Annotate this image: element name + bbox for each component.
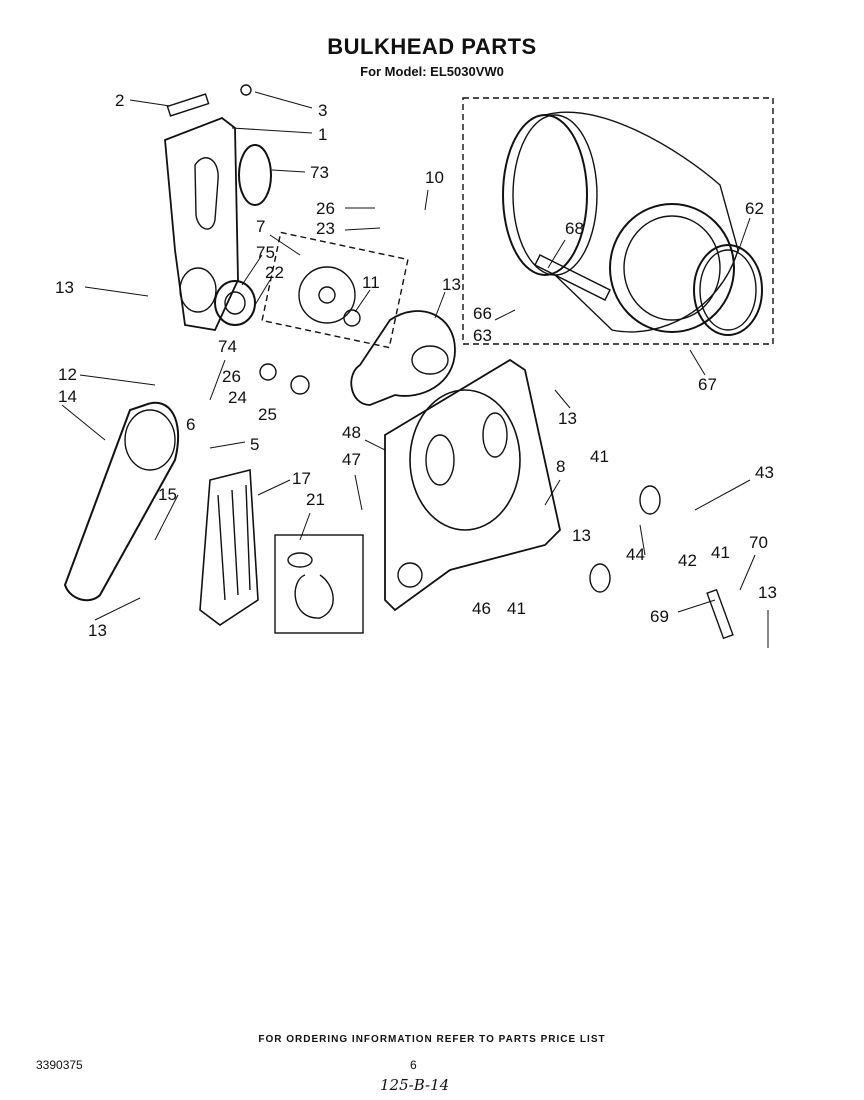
idler-pulley-44: [589, 563, 611, 593]
callout-13: 13: [572, 526, 591, 545]
idler-pulley-43: [639, 485, 661, 515]
callout-62: 62: [745, 199, 764, 218]
callout-41: 41: [507, 599, 526, 618]
heater-assembly: [199, 468, 259, 626]
leader-lines: [61, 91, 769, 648]
callout-5: 5: [250, 435, 259, 454]
callout-1: 1: [318, 125, 327, 144]
callout-73: 73: [310, 163, 329, 182]
document-number: 3390375: [36, 1058, 83, 1072]
callout-2: 2: [115, 91, 124, 110]
callout-74: 74: [218, 337, 237, 356]
callout-26: 26: [316, 199, 335, 218]
callout-3: 3: [318, 101, 327, 120]
drum: [502, 111, 739, 333]
callout-67: 67: [698, 375, 717, 394]
callout-6: 6: [186, 415, 195, 434]
idler-arm-69: [706, 588, 734, 640]
handwritten-note: 125-B-14: [380, 1076, 450, 1094]
callout-14: 14: [58, 387, 77, 406]
callout-23: 23: [316, 219, 335, 238]
drive-belt: [63, 402, 180, 602]
drum-front-seal: [693, 244, 763, 336]
callout-8: 8: [556, 457, 565, 476]
model-subtitle: For Model: EL5030VW0: [360, 64, 504, 79]
part-25: [290, 375, 310, 395]
callout-75: 75: [256, 243, 275, 262]
callout-41: 41: [590, 447, 609, 466]
bearing: [214, 280, 256, 326]
callout-7: 7: [256, 217, 265, 236]
seal-73: [238, 144, 272, 206]
callout-17: 17: [292, 469, 311, 488]
callout-13: 13: [758, 583, 777, 602]
callout-70: 70: [749, 533, 768, 552]
callout-13: 13: [442, 275, 461, 294]
callout-66: 66: [473, 304, 492, 323]
part-21-box: [274, 534, 364, 634]
callout-42: 42: [678, 551, 697, 570]
callout-47: 47: [342, 450, 361, 469]
callout-21: 21: [306, 490, 325, 509]
callout-43: 43: [755, 463, 774, 482]
front-bulkhead: [384, 358, 561, 612]
callout-22: 22: [265, 263, 284, 282]
callout-48: 48: [342, 423, 361, 442]
strip-2: [166, 93, 210, 117]
part-24: [259, 363, 277, 381]
callout-69: 69: [650, 607, 669, 626]
callout-25: 25: [258, 405, 277, 424]
callout-12: 12: [58, 365, 77, 384]
blower-housing: [350, 310, 456, 406]
screw-3: [240, 84, 252, 96]
callout-10: 10: [425, 168, 444, 187]
page-number: 6: [410, 1058, 417, 1072]
blower-wheel: [298, 266, 361, 327]
callout-44: 44: [626, 545, 645, 564]
page-title: BULKHEAD PARTS: [327, 34, 537, 59]
callout-41: 41: [711, 543, 730, 562]
callout-26: 26: [222, 367, 241, 386]
fan-assembly-box: [261, 231, 409, 349]
callout-13: 13: [88, 621, 107, 640]
callout-15: 15: [158, 485, 177, 504]
callout-13: 13: [558, 409, 577, 428]
callout-13: 13: [55, 278, 74, 297]
callout-46: 46: [472, 599, 491, 618]
rear-bulkhead-panel: [164, 116, 239, 332]
callout-63: 63: [473, 326, 492, 345]
drum-assembly-box: [462, 97, 774, 345]
callout-68: 68: [565, 219, 584, 238]
callout-11: 11: [362, 273, 380, 292]
callout-24: 24: [228, 388, 247, 407]
ordering-note: FOR ORDERING INFORMATION REFER TO PARTS …: [258, 1034, 606, 1045]
